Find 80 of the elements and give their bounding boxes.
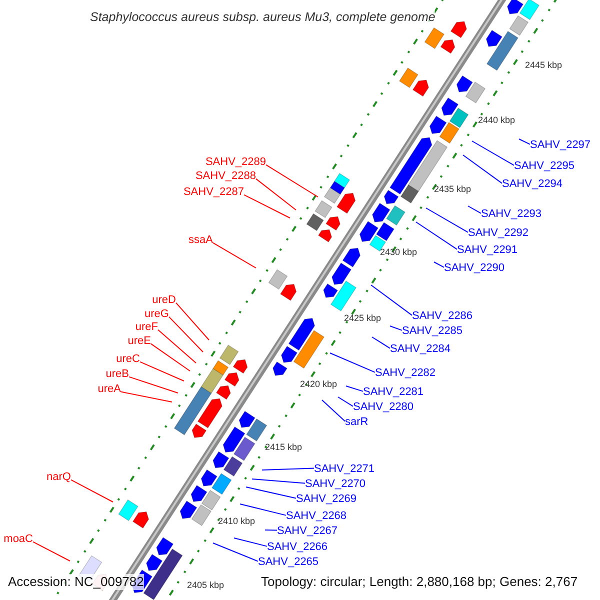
gene-label: SAHV_2292 — [468, 226, 529, 240]
leader-line — [70, 479, 114, 502]
gene-label: ureA — [98, 382, 121, 396]
gene-label: SAHV_2268 — [286, 509, 347, 523]
leader-line — [434, 262, 444, 268]
gene-label: SAHV_2294 — [502, 177, 563, 191]
scale-label: 2435 kbp — [434, 184, 472, 194]
leader-line — [518, 138, 530, 145]
leader-line — [266, 164, 318, 198]
gene-label: SAHV_2266 — [267, 540, 328, 554]
gene-label: SAHV_2284 — [390, 342, 451, 356]
leader-line — [472, 140, 514, 166]
accession-text: Accession: NC_009782 — [8, 574, 144, 590]
leader-line — [168, 316, 204, 352]
leader-line — [264, 530, 278, 531]
leader-line — [330, 352, 376, 373]
gene-label: SAHV_2297 — [530, 138, 591, 152]
gene-label: SAHV_2290 — [444, 261, 505, 275]
scale-label: 2405 kbp — [187, 580, 224, 590]
gene-label: moaC — [4, 532, 33, 546]
gene-label: SAHV_2295 — [514, 159, 575, 173]
leader-line — [176, 302, 210, 340]
map-title: Staphylococcus aureus subsp. aureus Mu3, complete genome — [90, 9, 436, 25]
scale-label: 2410 kbp — [218, 516, 256, 526]
leader-line — [462, 154, 502, 184]
leader-line — [234, 538, 268, 547]
gene-label: ureG — [144, 307, 169, 321]
scale-label: 2445 kbp — [525, 60, 562, 70]
leader-line — [322, 400, 346, 422]
scale-label: 2430 kbp — [380, 246, 418, 258]
gene-label: SAHV_2282 — [375, 366, 436, 380]
gene-label: ureF — [135, 320, 158, 334]
gene-label: sarR — [345, 415, 368, 429]
leader-line — [468, 206, 482, 214]
leader-line — [150, 343, 190, 372]
leader-line — [390, 326, 402, 331]
leader-line — [426, 208, 468, 233]
leader-line — [246, 486, 296, 499]
gene-label: ureB — [106, 367, 129, 381]
leader-line — [338, 396, 354, 407]
gene-label: ureC — [116, 352, 140, 366]
leader-line — [120, 391, 172, 402]
gene-label: SAHV_2269 — [296, 492, 357, 506]
leader-line — [158, 329, 196, 364]
leader-line — [346, 386, 364, 392]
gene-label: SAHV_2286 — [412, 309, 473, 323]
gene-label: SAHV_2288 — [195, 169, 256, 183]
scale-label: 2425 kbp — [344, 312, 382, 324]
leader-line — [256, 178, 296, 210]
scale-label: 2420 kbp — [300, 378, 338, 390]
leader-line — [212, 542, 258, 562]
gene-label: SAHV_2280 — [353, 400, 414, 414]
scale-label: 2440 kbp — [478, 114, 516, 126]
gene-label: SAHV_2267 — [277, 524, 338, 538]
leader-line — [370, 284, 412, 316]
gene-label: SAHV_2265 — [258, 555, 319, 569]
scale-label: 2415 kbp — [265, 442, 302, 452]
leader-line — [416, 222, 458, 250]
leader-line — [252, 478, 306, 484]
gene-label: SAHV_2271 — [314, 462, 375, 476]
leader-line — [128, 376, 178, 394]
leader-line — [140, 361, 184, 382]
gene-label: ureE — [128, 334, 151, 348]
gene-label: SAHV_2285 — [402, 324, 463, 338]
gene-label: SAHV_2291 — [457, 243, 518, 257]
gene-label: SAHV_2281 — [363, 385, 424, 399]
leader-line — [32, 541, 70, 562]
topology-text: Topology: circular; Length: 2,880,168 bp; Genes: 2,767 — [261, 574, 578, 590]
leader-line — [372, 336, 390, 349]
gene-label: narQ — [46, 470, 71, 484]
gene-label: SAHV_2289 — [205, 155, 266, 169]
leader-line — [212, 242, 256, 268]
gene-label: ssaA — [188, 233, 213, 247]
gene-label: SAHV_2293 — [481, 207, 542, 221]
gene-label: SAHV_2287 — [183, 185, 244, 199]
gene-label: ureD — [152, 293, 176, 307]
leader-line — [262, 468, 314, 470]
gene-label: SAHV_2270 — [305, 477, 366, 491]
leader-line — [240, 504, 286, 516]
leader-line — [244, 194, 290, 218]
